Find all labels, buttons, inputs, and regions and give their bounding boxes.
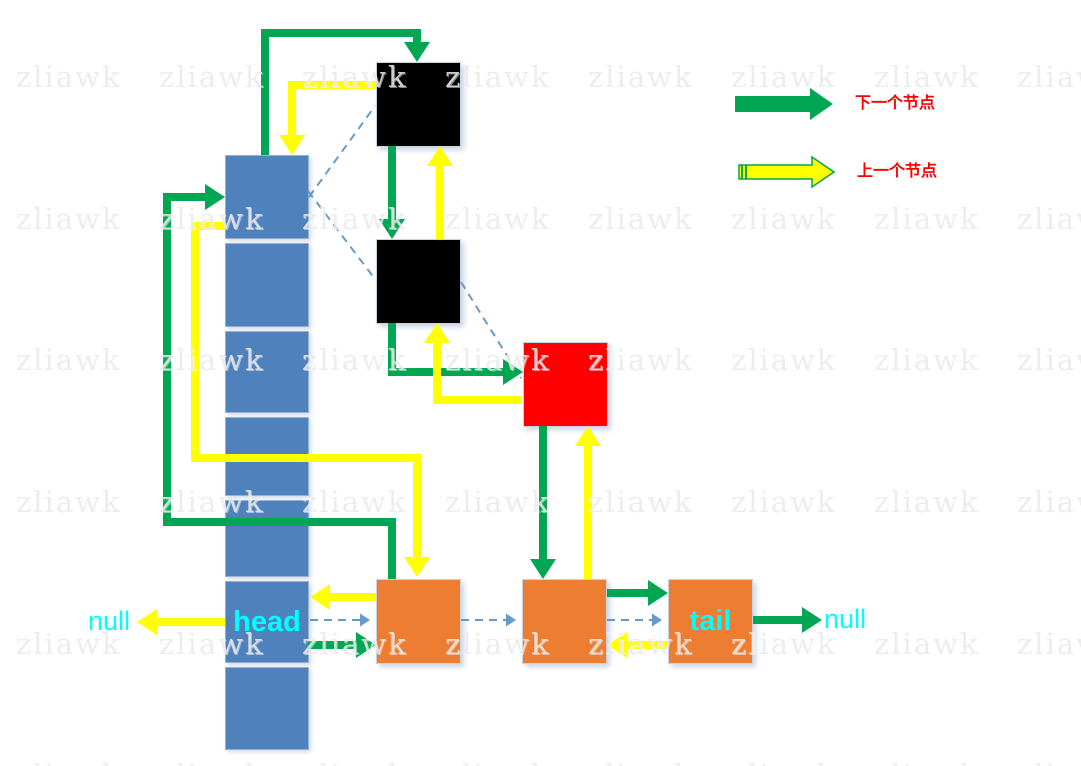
bucket-cell-head: head	[225, 581, 309, 663]
watermark-text: zliawk	[588, 758, 694, 766]
legend-next-label: 下一个节点	[855, 95, 936, 112]
watermark-text: zliawk	[159, 60, 265, 94]
next-arrow-black2-to-red	[388, 323, 523, 385]
node-black-1	[376, 62, 461, 147]
watermark-text: zliawk	[731, 202, 837, 236]
watermark-text: zliawk	[731, 60, 837, 94]
bucket-cell-2	[225, 243, 309, 327]
watermark-text: zliawk	[874, 485, 980, 519]
watermark-text: zliawk	[1017, 343, 1081, 377]
legend-prev-arrow-icon	[738, 155, 836, 189]
legend-prev-label: 上一个节点	[857, 163, 938, 180]
legend-next-arrow-icon	[735, 88, 833, 120]
dashed-link-bucket1-to-black2	[307, 190, 376, 280]
watermark-text: zliawk	[16, 343, 122, 377]
null-label-right: null	[824, 604, 867, 634]
watermark-text: zliawk	[1017, 60, 1081, 94]
tail-label: tail	[689, 605, 732, 637]
legend-prev-arrow-stripes	[741, 165, 747, 179]
prev-arrow-black1-to-bucket1	[279, 81, 376, 155]
watermark-text: zliawk	[16, 202, 122, 236]
watermark-text: zliawk	[1017, 758, 1081, 766]
watermark-text: zliawk	[302, 343, 408, 377]
bucket-cell-7	[225, 667, 309, 750]
node-orange-1	[376, 579, 461, 664]
prev-arrow-red-to-black2	[424, 323, 521, 404]
bucket-cell-4	[225, 417, 309, 496]
node-black-2	[376, 239, 461, 324]
watermark-text: zliawk	[1017, 202, 1081, 236]
watermark-text: zliawk	[445, 758, 551, 766]
dashed-link-bucket1-to-black1	[308, 105, 376, 198]
watermark-text: zliawk	[16, 485, 122, 519]
watermark-text: zliawk	[302, 485, 408, 519]
watermark-text: zliawk	[731, 343, 837, 377]
watermark-text: zliawk	[874, 343, 980, 377]
watermark-text: zliawk	[588, 485, 694, 519]
watermark-text: zliawk	[302, 202, 408, 236]
watermark-text: zliawk	[874, 758, 980, 766]
watermark-text: zliawk	[445, 202, 551, 236]
node-orange-tail: tail	[668, 579, 753, 664]
bucket-cell-3	[225, 331, 309, 413]
watermark-text: zliawk	[1017, 627, 1081, 661]
watermark-text: zliawk	[874, 202, 980, 236]
watermark-text: zliawk	[874, 60, 980, 94]
watermark-text: zliawk	[874, 627, 980, 661]
dashed-link-black2-to-red	[460, 281, 522, 379]
null-label-left: null	[88, 606, 131, 636]
watermark-text: zliawk	[731, 758, 837, 766]
node-red	[523, 342, 608, 427]
watermark-text: zliawk	[16, 758, 122, 766]
watermark-text: zliawk	[302, 758, 408, 766]
watermark-text: zliawk	[445, 485, 551, 519]
watermark-text: zliawk	[1017, 485, 1081, 519]
node-orange-2	[522, 579, 607, 664]
watermark-text: zliawk	[588, 60, 694, 94]
head-label: head	[233, 605, 301, 638]
watermark-text: zliawk	[588, 202, 694, 236]
watermark-text: zliawk	[16, 60, 122, 94]
bucket-cell-1	[225, 155, 309, 239]
watermark-text: zliawk	[159, 758, 265, 766]
bucket-cell-5	[225, 500, 309, 577]
watermark-text: zliawk	[731, 485, 837, 519]
